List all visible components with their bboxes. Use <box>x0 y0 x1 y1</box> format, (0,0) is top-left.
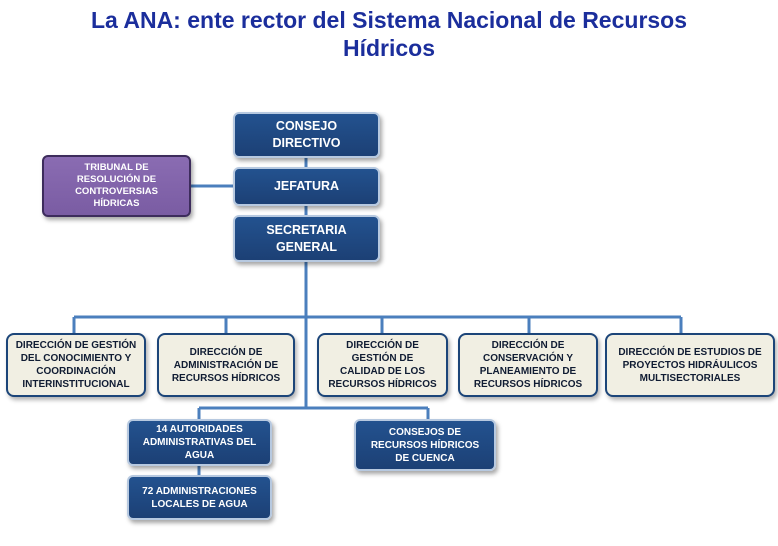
dir-administracion-box[interactable]: DIRECCIÓN DE ADMINISTRACIÓN DE RECURSOS … <box>157 333 295 397</box>
jefatura-label: JEFATURA <box>273 179 340 193</box>
dir-administracion-label: DIRECCIÓN DE ADMINISTRACIÓN DE RECURSOS … <box>171 346 281 384</box>
tribunal-label: TRIBUNAL DE RESOLUCIÓN DE CONTROVERSIAS … <box>75 162 158 209</box>
autoridades-box[interactable]: 14 AUTORIDADES ADMINISTRATIVAS DEL AGUA <box>127 419 272 466</box>
dir-estudios-box[interactable]: DIRECCIÓN DE ESTUDIOS DE PROYECTOS HIDRÁ… <box>605 333 775 397</box>
dir-conservacion-box[interactable]: DIRECCIÓN DE CONSERVACIÓN Y PLANEAMIENTO… <box>458 333 598 397</box>
title-line-2: Hídricos <box>342 35 436 61</box>
autoridades-label: 14 AUTORIDADES ADMINISTRATIVAS DEL AGUA <box>142 424 257 461</box>
consejos-cuenca-box[interactable]: CONSEJOS DE RECURSOS HÍDRICOS DE CUENCA <box>354 419 496 471</box>
dir-calidad-box[interactable]: DIRECCIÓN DE GESTIÓN DE CALIDAD DE LOS R… <box>317 333 448 397</box>
secretaria-general-label: SECRETARIA GENERAL <box>266 222 347 254</box>
dir-gestion-conocimiento-label: DIRECCIÓN DE GESTIÓN DEL CONOCIMIENTO Y … <box>15 340 137 390</box>
dir-gestion-conocimiento-box[interactable]: DIRECCIÓN DE GESTIÓN DEL CONOCIMIENTO Y … <box>6 333 146 397</box>
jefatura-box[interactable]: JEFATURA <box>233 167 380 206</box>
dir-calidad-label: DIRECCIÓN DE GESTIÓN DE CALIDAD DE LOS R… <box>328 340 437 390</box>
dir-conservacion-label: DIRECCIÓN DE CONSERVACIÓN Y PLANEAMIENTO… <box>473 340 583 390</box>
dir-estudios-label: DIRECCIÓN DE ESTUDIOS DE PROYECTOS HIDRÁ… <box>618 346 762 384</box>
consejo-directivo-label: CONSEJO DIRECTIVO <box>272 119 341 150</box>
page-title: La ANA: ente rector del Sistema Nacional… <box>0 6 778 62</box>
secretaria-general-box[interactable]: SECRETARIA GENERAL <box>233 215 380 262</box>
consejo-directivo-box[interactable]: CONSEJO DIRECTIVO <box>233 112 380 158</box>
administraciones-locales-label: 72 ADMINISTRACIONES LOCALES DE AGUA <box>142 485 257 510</box>
administraciones-locales-box[interactable]: 72 ADMINISTRACIONES LOCALES DE AGUA <box>127 475 272 520</box>
tribunal-box[interactable]: TRIBUNAL DE RESOLUCIÓN DE CONTROVERSIAS … <box>42 155 191 217</box>
title-line-1: La ANA: ente rector del Sistema Nacional… <box>90 7 688 33</box>
consejos-cuenca-label: CONSEJOS DE RECURSOS HÍDRICOS DE CUENCA <box>370 426 480 464</box>
